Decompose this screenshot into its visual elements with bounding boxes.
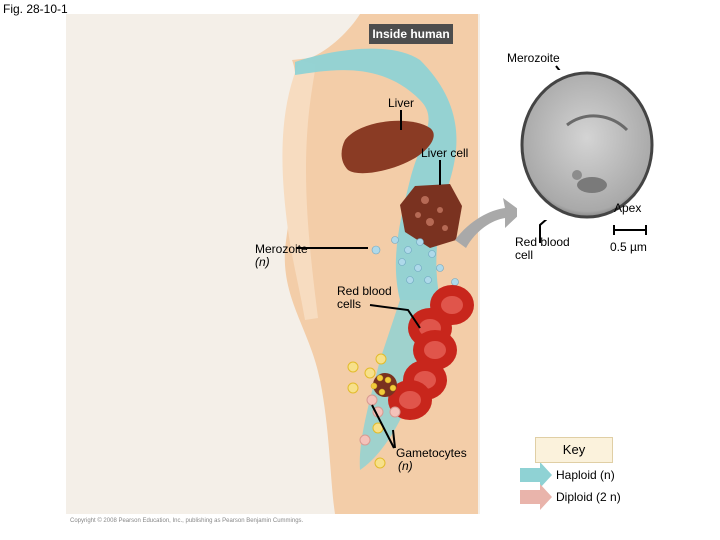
apex-label: Apex: [614, 201, 642, 215]
zoom-arrow: [455, 198, 522, 248]
title-badge: Inside human: [369, 24, 453, 44]
merozoite-cluster: [371, 236, 459, 286]
liver-icon: [341, 120, 434, 174]
red-blood-cells-label: Red blood: [337, 284, 392, 298]
merozoite-left-label: Merozoite: [255, 242, 308, 256]
liver-cell-label: Liver cell: [421, 146, 469, 160]
liver-label: Liver: [388, 96, 415, 110]
copyright-notice: Copyright © 2008 Pearson Education, Inc.…: [70, 518, 304, 524]
haploid-key-arrow: [520, 462, 552, 488]
red-blood-cells-label-line2: cells: [337, 297, 362, 311]
diploid-key-label: Diploid (2 n): [556, 490, 621, 504]
scale-bar-label: 0.5 µm: [610, 240, 647, 254]
red-blood-cells-group: [388, 285, 474, 420]
gametocyte-cluster: [370, 374, 397, 396]
arm-silhouette: [282, 60, 318, 320]
gametocytes-scatter: [347, 353, 401, 469]
gametocytes-haploid: (n): [398, 459, 413, 473]
scale-bar: [613, 225, 647, 235]
red-blood-cell-label: Red blood: [515, 235, 570, 249]
merozoite-label: Merozoite: [507, 51, 560, 65]
merozoite-micrograph: [517, 70, 657, 220]
merozoite-left-haploid: (n): [255, 255, 270, 269]
diploid-key-arrow: [520, 484, 552, 510]
figure-label: Fig. 28-10-1: [3, 2, 68, 16]
gametocytes-label: Gametocytes: [396, 446, 467, 460]
liver-cell-icon: [400, 184, 462, 248]
key-title: Key: [535, 437, 613, 463]
red-blood-cell-label-line2: cell: [515, 248, 534, 262]
haploid-key-label: Haploid (n): [556, 468, 615, 482]
